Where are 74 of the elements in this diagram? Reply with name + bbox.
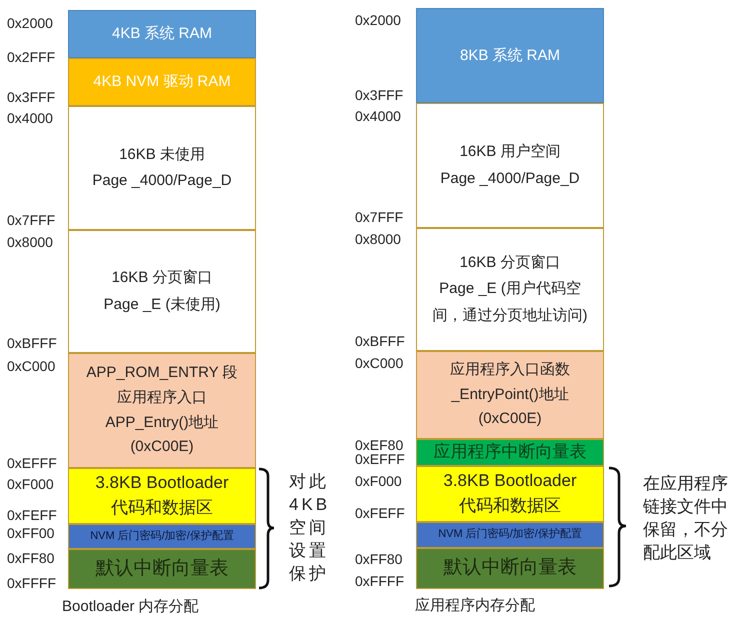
address-label: 0xF000	[7, 478, 54, 490]
region-text: 16KB 分页窗口	[112, 268, 212, 288]
region-text: 4KB 系统 RAM	[112, 24, 212, 44]
memory-region	[416, 439, 604, 466]
region-text: 4KB NVM 驱动 RAM	[93, 72, 231, 92]
address-label: 0xFEFF	[355, 506, 405, 520]
address-label: 0x8000	[355, 232, 401, 246]
address-label: 0xEFFF	[7, 456, 57, 470]
region-text: 应用程序入口函数	[450, 360, 570, 380]
address-label: 0xBFFF	[355, 334, 405, 348]
memory-region	[416, 351, 604, 439]
region-text: NVM 后门密码/加密/保护配置	[90, 530, 234, 544]
region-text: _EntryPoint()地址	[451, 384, 569, 405]
address-label: 0xC000	[355, 356, 404, 370]
region-text: 3.8KB Bootloader	[95, 472, 229, 494]
region-text: 3.8KB Bootloader	[443, 470, 577, 492]
memory-region	[416, 522, 604, 548]
region-text: Page _E (用户代码空间，通过分页地址访问)	[432, 279, 588, 326]
region-text: 8KB 系统 RAM	[460, 46, 560, 66]
region-text: (0xC00E)	[478, 409, 542, 430]
region-text: 16KB 未使用	[119, 144, 205, 165]
memory-region	[68, 106, 256, 230]
memory-region	[68, 10, 256, 58]
address-label: 0x3FFF	[355, 88, 404, 102]
note-text: 对此4KB空间设置保护	[289, 471, 332, 585]
region-text: 默认中断向量表	[444, 557, 576, 580]
memory-region	[68, 353, 256, 468]
memory-region	[416, 466, 604, 522]
address-label: 0xF000	[355, 474, 402, 488]
address-label: 0x4000	[355, 110, 401, 122]
region-text: NVM 后门密码/加密/保护配置	[438, 528, 582, 542]
memory-region	[68, 549, 256, 589]
address-label: 0x7FFF	[7, 214, 56, 226]
address-label: 0xEFFF	[355, 452, 405, 466]
region-text: 应用程序入口	[117, 388, 207, 408]
address-label: 0xFEFF	[7, 508, 57, 522]
address-label: 0xFF80	[7, 552, 54, 564]
region-text: Page _E (未使用)	[104, 294, 220, 314]
memory-region	[416, 8, 604, 103]
memory-region	[68, 58, 256, 106]
address-label: 0x2000	[355, 14, 401, 26]
memory-region	[416, 228, 604, 351]
region-text: 默认中断向量表	[96, 558, 228, 580]
note-text: 在应用程序链接文件中保留，不分配此区域	[643, 473, 729, 564]
address-label: 0x3FFF	[7, 90, 56, 104]
address-label: 0xFF80	[355, 552, 402, 566]
region-text: Page _4000/Page_D	[440, 168, 580, 188]
address-label: 0x7FFF	[355, 210, 404, 224]
memory-region	[68, 230, 256, 353]
address-label: 0xC000	[7, 360, 56, 372]
caption: 应用程序内存分配	[415, 597, 535, 615]
address-label: 0xFFFF	[355, 574, 404, 588]
region-text: 16KB 分页窗口	[460, 253, 560, 274]
address-label: 0x2000	[7, 16, 53, 30]
memory-region	[68, 524, 256, 549]
address-label: 0x8000	[7, 236, 53, 248]
address-label: 0x2FFF	[7, 50, 56, 64]
address-label: 0xBFFF	[7, 336, 57, 350]
address-label: 0xFFFF	[7, 576, 56, 590]
address-label: 0xEF80	[355, 438, 404, 452]
caption: Bootloader 内存分配	[62, 598, 199, 616]
memory-region	[416, 103, 604, 228]
region-text: 代码和数据区	[111, 497, 213, 519]
region-text: 代码和数据区	[459, 495, 561, 517]
region-text: 应用程序中断向量表	[434, 442, 586, 463]
region-text: Page _4000/Page_D	[92, 171, 232, 191]
region-text: APP_Entry()地址	[105, 412, 219, 432]
address-label: 0xFF00	[7, 526, 54, 540]
region-text: (0xC00E)	[130, 437, 194, 458]
address-label: 0x4000	[7, 112, 53, 124]
region-text: APP_ROM_ENTRY 段	[86, 363, 238, 383]
memory-region	[416, 548, 604, 589]
memory-region	[68, 468, 256, 524]
region-text: 16KB 用户空间	[460, 142, 560, 162]
